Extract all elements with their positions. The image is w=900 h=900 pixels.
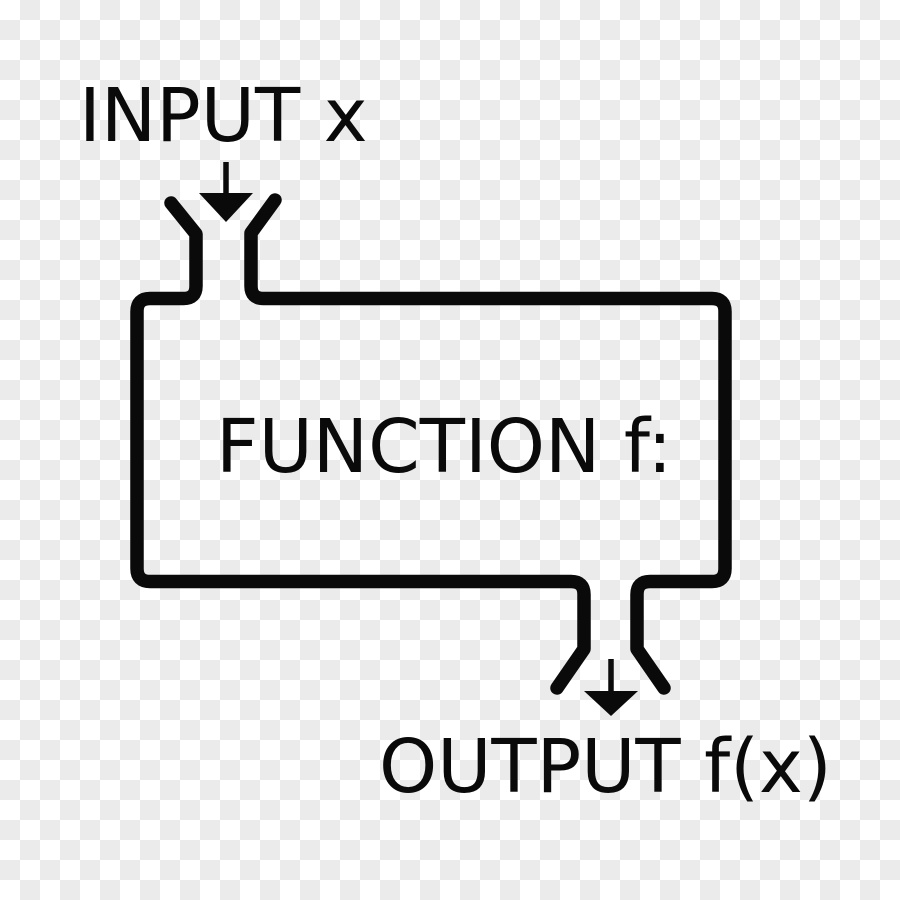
- function-label: FUNCTION f:: [216, 404, 673, 490]
- machine-outline: [130, 193, 732, 695]
- input-arrow-head: [199, 193, 253, 222]
- output-label: OUTPUT f(x): [379, 724, 832, 810]
- machine-outline-left-path: [130, 196, 591, 695]
- output-arrow-icon: [584, 659, 638, 716]
- machine-outline-right-path: [244, 193, 732, 695]
- input-arrow-icon: [199, 162, 253, 222]
- input-label: INPUT x: [79, 73, 368, 159]
- output-arrow-head: [584, 691, 638, 716]
